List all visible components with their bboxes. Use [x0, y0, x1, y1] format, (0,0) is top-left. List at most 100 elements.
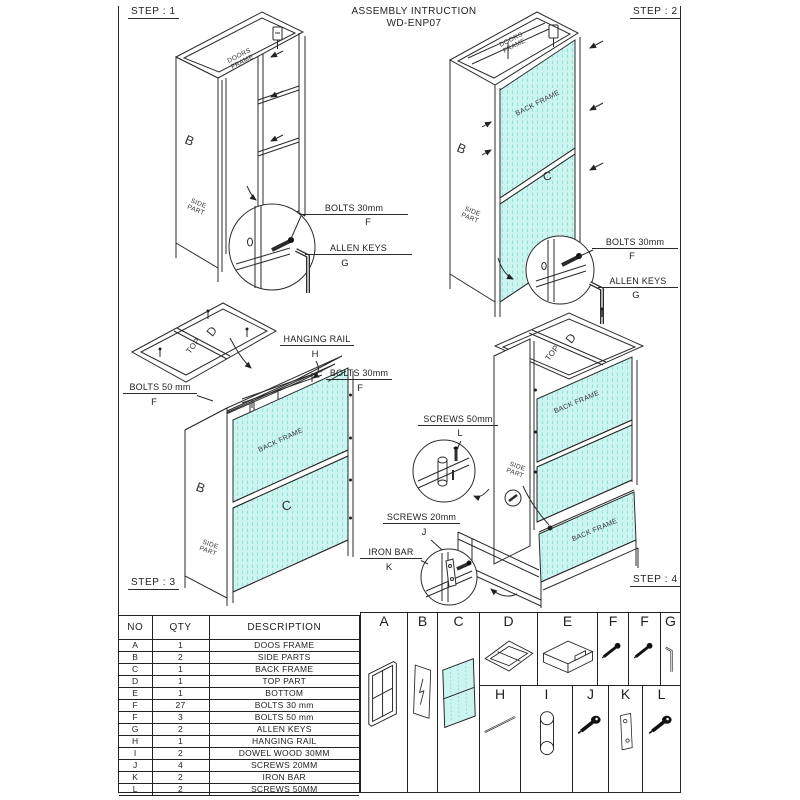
screw-icon [575, 707, 607, 744]
screw-icon [646, 707, 678, 744]
step4-screws20-letter: J [421, 527, 427, 538]
table-cell: HANGING RAIL [208, 735, 359, 748]
part-cell-F: F [628, 612, 660, 685]
doors-frame-icon [365, 653, 403, 736]
part-letter: K [620, 686, 631, 702]
table-cell: 2 [151, 723, 210, 736]
table-cell: C [119, 663, 153, 676]
table-cell: F [119, 699, 153, 712]
table-cell: 1 [151, 687, 210, 700]
table-cell: 3 [151, 711, 210, 724]
part-cell-J: J [572, 685, 608, 792]
step3-drawing [130, 302, 354, 606]
part-letter: I [544, 686, 549, 702]
table-cell: L [119, 783, 153, 796]
table-cell: 1 [151, 639, 210, 652]
part-cell-I: I [520, 685, 572, 792]
table-cell: E [119, 687, 153, 700]
table-cell: 2 [151, 747, 210, 760]
table-cell: TOP PART [208, 675, 359, 688]
step3-bolts30-callout: BOLTS 30mm [326, 368, 392, 380]
step1-bolts30-callout: BOLTS 30mm [300, 203, 408, 215]
back-frame-icon [438, 653, 479, 742]
table-cell: 2 [151, 771, 210, 784]
table-cell: A [119, 639, 153, 652]
step4-iron-bar-letter: K [385, 562, 393, 573]
step2-bolts30-letter: F [629, 251, 635, 262]
table-cell: 4 [151, 759, 210, 772]
dowel-icon [532, 707, 562, 768]
top-part-icon [482, 634, 536, 683]
part-letter: H [494, 686, 506, 702]
step4-screws20-callout: SCREWS 20mm [383, 512, 460, 524]
table-cell: 1 [151, 735, 210, 748]
part-cell-E: E [537, 612, 597, 685]
hanging-rail-icon [481, 707, 519, 744]
allen-key-icon [663, 634, 679, 685]
part-cell-H: H [479, 685, 520, 792]
step2-drawing [448, 11, 604, 324]
table-cell: J [119, 759, 153, 772]
step4-drawing [412, 307, 645, 608]
table-cell: BACK FRAME [208, 663, 359, 676]
part-cell-C: C [437, 612, 479, 792]
side-part-icon [411, 653, 435, 732]
table-header-row: NO QTY DESCRIPTION [119, 616, 359, 640]
table-cell: K [119, 771, 153, 784]
bolt-icon [598, 634, 628, 671]
step1-bolts30-letter: F [365, 217, 371, 228]
part-letter: G [665, 613, 676, 629]
bottom-icon [540, 634, 596, 683]
step3-bolts50-letter: F [151, 397, 157, 408]
model-number: WD-ENP07 [386, 18, 442, 29]
col-header-description: DESCRIPTION [208, 616, 359, 640]
table-cell: BOLTS 30 mm [208, 699, 359, 712]
step3-hanging-rail-letter: H [311, 349, 319, 360]
step1-allen-keys-letter: G [341, 258, 349, 269]
table-cell: 27 [151, 699, 210, 712]
part-cell-B: B [407, 612, 437, 792]
table-cell: B [119, 651, 153, 664]
part-letter: J [587, 686, 594, 702]
step3-hanging-rail-callout: HANGING RAIL [280, 334, 354, 346]
col-header-qty: QTY [151, 616, 210, 640]
table-cell: 1 [151, 675, 210, 688]
step4-screws50-callout: SCREWS 50mm [418, 414, 498, 426]
part-letter: C [453, 613, 464, 629]
col-header-no: NO [119, 616, 153, 640]
table-cell: I [119, 747, 153, 760]
part-cell-A: A [360, 612, 407, 792]
table-cell: H [119, 735, 153, 748]
step2-allen-keys-callout: ALLEN KEYS [598, 276, 678, 288]
part-cell-F: F [597, 612, 628, 685]
table-cell: BOLTS 50 mm [208, 711, 359, 724]
table-cell: D [119, 675, 153, 688]
part-letter: D [503, 613, 514, 629]
table-cell: 2 [151, 651, 210, 664]
table-cell: 1 [151, 663, 210, 676]
step1-label: STEP : 1 [128, 6, 179, 19]
step1-allen-keys-callout: ALLEN KEYS [305, 243, 412, 255]
table-cell: SIDE PARTS [208, 651, 359, 664]
step3-label: STEP : 3 [128, 577, 179, 590]
table-cell: 2 [151, 783, 210, 796]
part-letter: F [608, 613, 618, 629]
step2-allen-keys-letter: G [632, 290, 640, 301]
part-letter: A [379, 613, 389, 629]
table-cell: ALLEN KEYS [208, 723, 359, 736]
step1-drawing [174, 11, 316, 293]
part-cell-G: G [660, 612, 680, 685]
